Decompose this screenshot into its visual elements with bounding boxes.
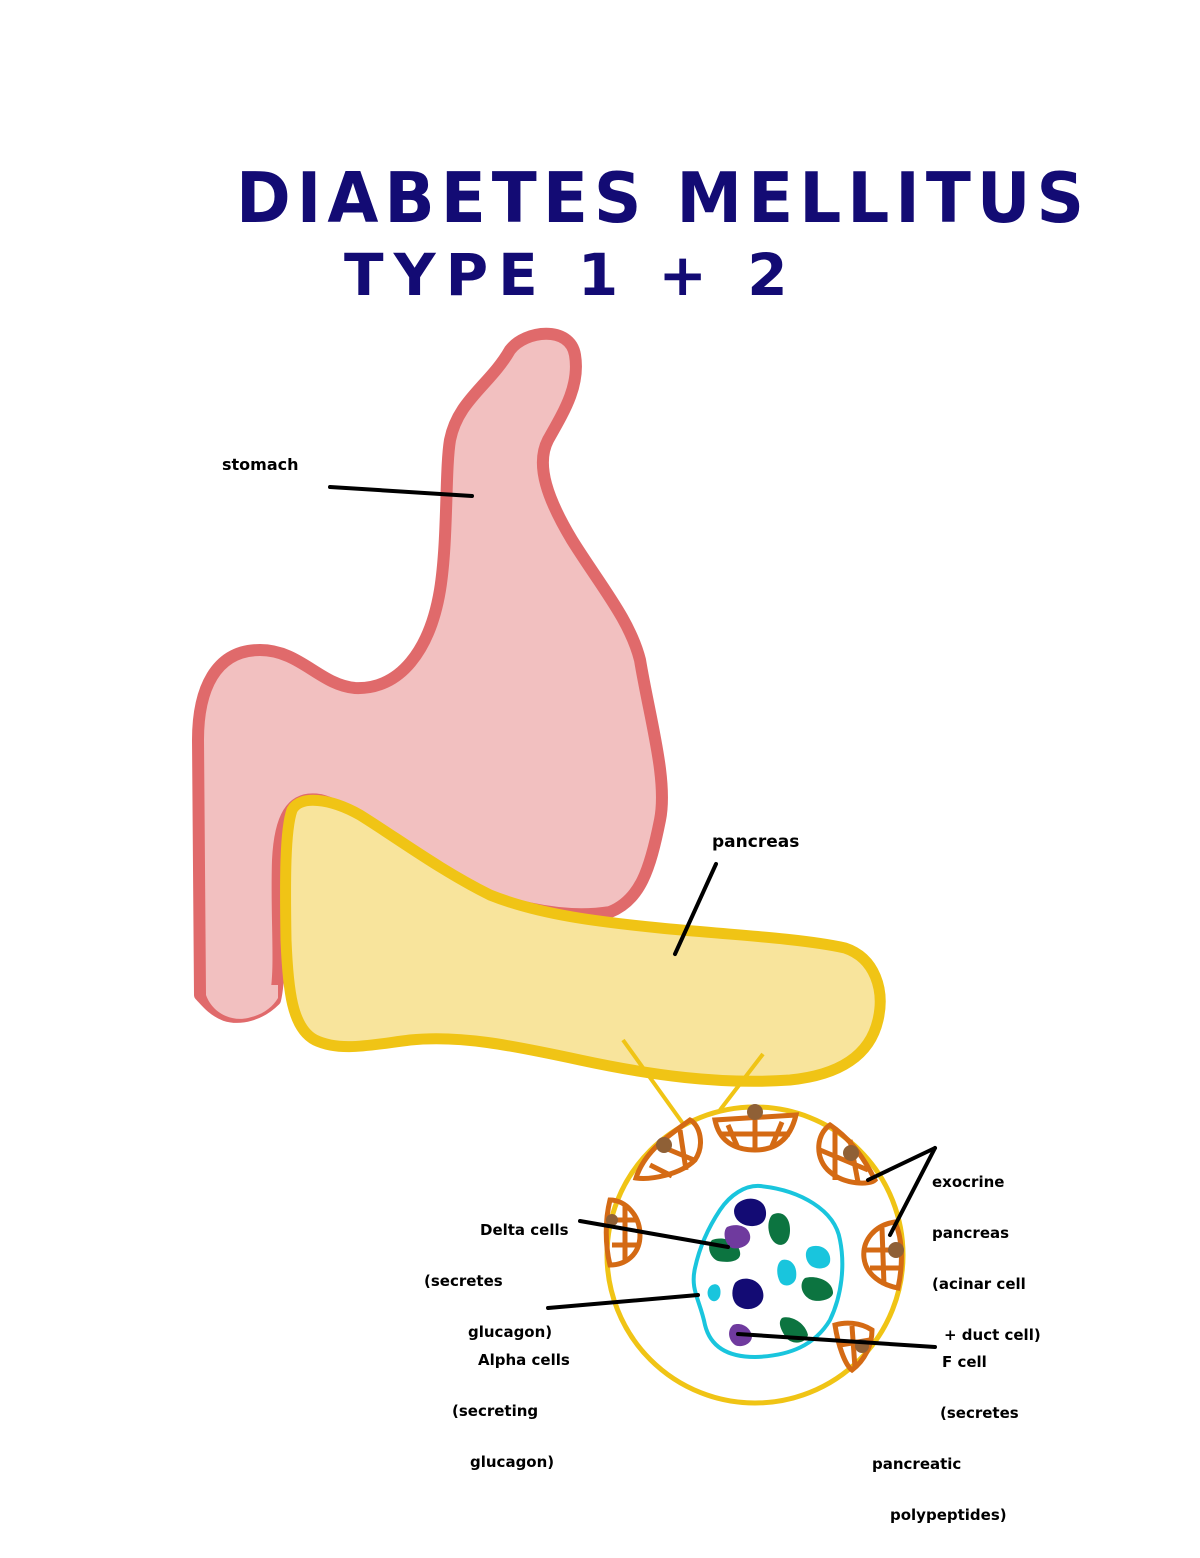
alpha-label-line: (secreting [452, 1402, 539, 1420]
exocrine-leader-line-2 [888, 1146, 937, 1237]
beta-cells [732, 1198, 767, 1310]
exocrine-label-line: exocrine [932, 1173, 1005, 1191]
islet-cross-section [546, 1104, 937, 1406]
exocrine-leader-line-1 [866, 1146, 937, 1182]
stomach-shape [192, 327, 668, 1023]
delta-label-line: (secretes [424, 1272, 503, 1290]
f-cell-leader-line [736, 1332, 937, 1349]
alpha-label-line: Alpha cells [478, 1351, 570, 1369]
delta-cells-label: Delta cells (secretes glucagon) [424, 1188, 569, 1375]
stomach-base-shading [206, 985, 278, 1019]
delta-label-line: glucagon) [468, 1323, 553, 1341]
delta-leader-line [578, 1219, 730, 1249]
alpha-cells-label: Alpha cells (secreting glucagon) [452, 1318, 570, 1505]
islet-outline [691, 1183, 845, 1360]
pancreas-label: pancreas [712, 832, 800, 852]
stomach-leader-line [328, 485, 474, 498]
exocrine-label: exocrine pancreas (acinar cell + duct ce… [932, 1140, 1041, 1378]
f-cell-label-line: F cell [942, 1353, 987, 1371]
alpha-label-line: glucagon) [470, 1453, 555, 1471]
f-cell-label-line: polypeptides) [890, 1506, 1007, 1524]
stomach-label: stomach [222, 455, 299, 474]
alpha-leader-line [546, 1293, 700, 1310]
zoom-connector-left [621, 1038, 686, 1127]
title-line-2: TYPE 1 + 2 [344, 241, 798, 309]
delta-label-line: Delta cells [480, 1221, 569, 1239]
exocrine-label-line: (acinar cell [932, 1275, 1026, 1293]
exocrine-label-line: + duct cell) [944, 1326, 1041, 1344]
pancreas-shape [280, 794, 886, 1087]
alpha-cells [707, 1245, 831, 1302]
f-cell-label-line: pancreatic [872, 1455, 962, 1473]
f-cell-label-line: (secretes [940, 1404, 1019, 1422]
title-line-1: DIABETES MELLITUS [236, 158, 1091, 239]
exocrine-label-line: pancreas [932, 1224, 1010, 1242]
zoom-connector-right [718, 1052, 765, 1112]
f-cell-label: F cell (secretes pancreatic polypeptides… [872, 1320, 1019, 1558]
pancreas-leader-line [673, 862, 718, 956]
